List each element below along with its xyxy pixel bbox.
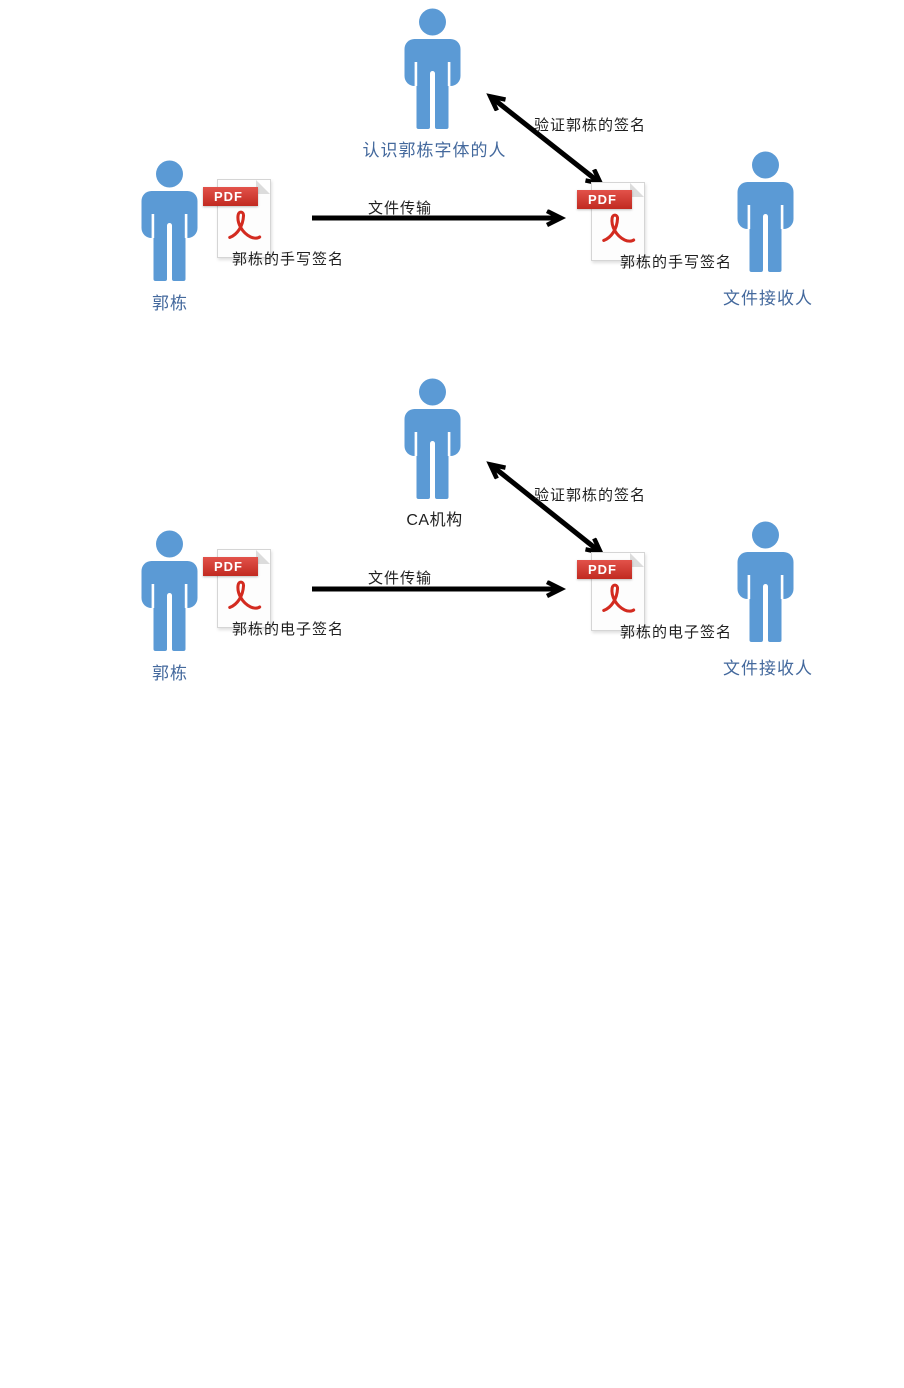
pdf-fold-icon xyxy=(630,553,644,567)
person-icon xyxy=(733,151,798,273)
verify-arrow-label: 验证郭栋的签名 xyxy=(534,117,647,134)
pdf-fold-icon xyxy=(256,550,270,564)
person-icon xyxy=(733,521,798,643)
verify-arrow-label: 验证郭栋的签名 xyxy=(534,487,647,504)
diagram-handwritten-signature: 认识郭栋字体的人 郭栋 PDF 郭栋的手写签名 文件传输 验证郭栋的签名 PDF… xyxy=(0,0,904,370)
person-icon xyxy=(137,530,202,652)
acrobat-swirl-icon xyxy=(599,581,637,619)
receiver-label: 文件接收人 xyxy=(723,659,813,678)
receiver-label: 文件接收人 xyxy=(723,289,813,308)
receiver-person xyxy=(733,151,798,273)
sender-doc-caption: 郭栋的电子签名 xyxy=(232,621,345,638)
sender-doc-caption: 郭栋的手写签名 xyxy=(232,251,345,268)
acrobat-swirl-icon xyxy=(599,211,637,249)
pdf-badge: PDF xyxy=(203,187,258,206)
pdf-badge: PDF xyxy=(577,560,632,579)
receiver-doc-caption: 郭栋的电子签名 xyxy=(620,624,733,641)
sender-pdf-icon: PDF xyxy=(203,547,271,628)
diagram-electronic-signature: CA机构 郭栋 PDF 郭栋的电子签名 文件传输 验证郭栋的签名 PDF 郭栋的… xyxy=(0,370,904,740)
receiver-pdf-icon: PDF xyxy=(577,180,645,261)
pdf-badge: PDF xyxy=(203,557,258,576)
sender-label: 郭栋 xyxy=(152,664,188,683)
verifier-person xyxy=(400,8,465,130)
sender-pdf-icon: PDF xyxy=(203,177,271,258)
person-icon xyxy=(400,8,465,130)
transfer-arrow-label: 文件传输 xyxy=(367,200,432,217)
person-icon xyxy=(137,160,202,282)
pdf-badge: PDF xyxy=(577,190,632,209)
person-icon xyxy=(400,378,465,500)
verifier-person xyxy=(400,378,465,500)
transfer-arrow-label: 文件传输 xyxy=(367,570,432,587)
receiver-person xyxy=(733,521,798,643)
verifier-label: 认识郭栋字体的人 xyxy=(362,141,507,160)
verifier-label: CA机构 xyxy=(406,512,463,529)
acrobat-swirl-icon xyxy=(225,578,263,616)
acrobat-swirl-icon xyxy=(225,208,263,246)
receiver-doc-caption: 郭栋的手写签名 xyxy=(620,254,733,271)
sender-person xyxy=(137,160,202,282)
pdf-fold-icon xyxy=(630,183,644,197)
pdf-fold-icon xyxy=(256,180,270,194)
sender-label: 郭栋 xyxy=(152,294,188,313)
receiver-pdf-icon: PDF xyxy=(577,550,645,631)
sender-person xyxy=(137,530,202,652)
